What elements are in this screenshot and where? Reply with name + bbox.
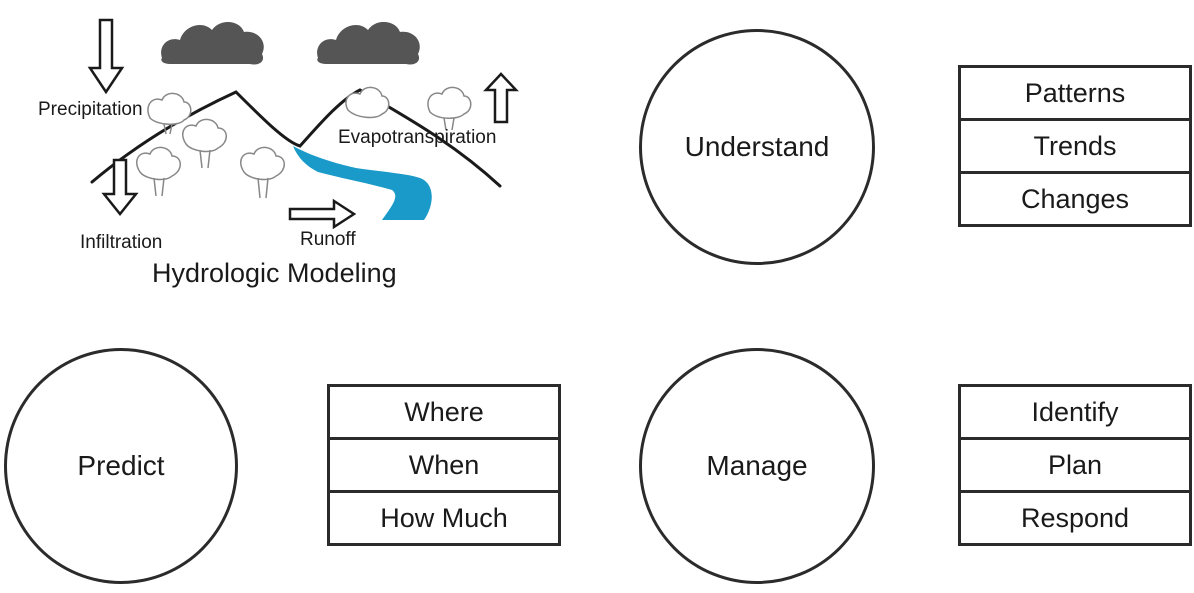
tree-icon [147,92,192,135]
runoff-label: Runoff [300,229,356,250]
river [293,146,432,220]
understand-list: Patterns Trends Changes [958,65,1192,227]
understand-item: Changes [1020,183,1130,214]
cloud-icon [317,21,420,65]
manage-item: Identify [961,387,1189,440]
tree-icon [427,86,472,131]
manage-circle: Manage [639,348,875,584]
tree-icon [345,86,390,119]
precipitation-label: Precipitation [38,99,143,120]
manage-item: Respond [1020,502,1130,533]
manage-list: Identify Plan Respond [958,384,1192,546]
hydrologic-illustration: Precipitation Evapotranspiration Infiltr… [38,18,519,288]
up-arrow-icon [483,72,519,124]
predict-label: Predict [77,450,165,481]
predict-item: When [330,440,558,493]
understand-item: Trends [961,121,1189,174]
down-arrow-icon [101,158,139,217]
manage-label: Manage [706,450,808,481]
tree-icon [136,146,181,197]
tree-icon [182,118,227,169]
cloud-icon [161,21,264,65]
infiltration-label: Infiltration [80,232,162,253]
predict-item: How Much [380,502,508,533]
evapotranspiration-label: Evapotranspiration [338,127,496,148]
tree-icon [240,146,285,199]
understand-item: Patterns [961,68,1189,121]
predict-item: Where [330,387,558,440]
down-arrow-icon [87,18,125,95]
illustration-title: Hydrologic Modeling [152,258,397,288]
predict-list: Where When How Much [327,384,561,546]
manage-item: Plan [961,440,1189,493]
understand-circle: Understand [639,29,875,265]
predict-circle: Predict [4,348,238,584]
understand-label: Understand [684,131,830,162]
mountain-ridge [90,88,502,188]
right-arrow-icon [288,198,357,230]
